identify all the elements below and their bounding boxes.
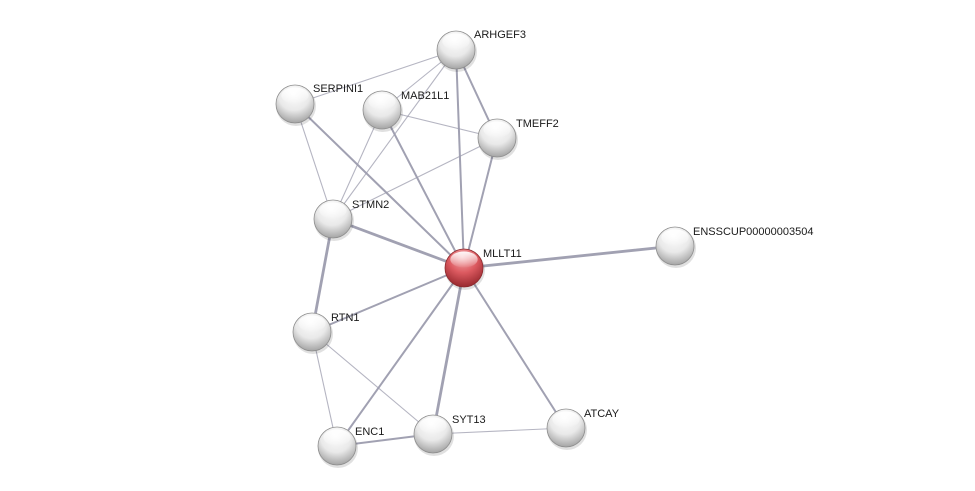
edge-mab21l1-stmn2[interactable]: [332, 109, 383, 220]
node-label-syt13: SYT13: [452, 414, 486, 426]
edge-serpini1-mllt11[interactable]: [294, 103, 465, 269]
node-ensscup00000003504[interactable]: ENSSCUP00000003504: [655, 226, 813, 268]
node-gloss: [368, 93, 396, 110]
edge-rtn1-enc1[interactable]: [311, 331, 338, 447]
node-mllt11[interactable]: MLLT11: [444, 248, 522, 290]
node-atcay[interactable]: ATCAY: [546, 408, 620, 450]
edge-mllt11-atcay[interactable]: [463, 267, 567, 429]
node-rtn1[interactable]: RTN1: [292, 312, 360, 354]
node-gloss: [450, 251, 478, 268]
node-label-enc1: ENC1: [355, 426, 384, 438]
edge-arhgef3-serpini1[interactable]: [294, 49, 457, 105]
node-label-ensscup00000003504: ENSSCUP00000003504: [693, 226, 813, 238]
node-gloss: [319, 202, 347, 219]
node-layer: ARHGEF3SERPINI1MAB21L1TMEFF2STMN2MLLT11E…: [275, 29, 813, 468]
node-gloss: [419, 417, 447, 434]
edge-stmn2-mllt11[interactable]: [331, 217, 466, 270]
edge-tmeff2-mllt11[interactable]: [463, 137, 498, 269]
edge-arhgef3-mllt11[interactable]: [455, 49, 465, 269]
edge-syt13-atcay[interactable]: [432, 427, 567, 435]
node-label-stmn2: STMN2: [352, 199, 389, 211]
node-tmeff2[interactable]: TMEFF2: [477, 118, 559, 160]
node-serpini1[interactable]: SERPINI1: [275, 83, 363, 126]
node-syt13[interactable]: SYT13: [413, 414, 486, 456]
edge-mllt11-ensscup00000003504[interactable]: [462, 244, 677, 270]
node-gloss: [442, 33, 470, 50]
node-label-mab21l1: MAB21L1: [401, 90, 449, 102]
node-enc1[interactable]: ENC1: [317, 426, 384, 468]
edge-mllt11-enc1[interactable]: [336, 267, 465, 447]
edge-mllt11-rtn1[interactable]: [311, 267, 465, 333]
node-label-serpini1: SERPINI1: [313, 83, 363, 95]
node-gloss: [298, 315, 326, 332]
edge-serpini1-stmn2[interactable]: [294, 103, 334, 220]
node-label-mllt11: MLLT11: [483, 248, 522, 260]
edge-tmeff2-stmn2[interactable]: [332, 137, 498, 220]
edge-mab21l1-mllt11[interactable]: [381, 109, 465, 269]
edge-mllt11-syt13[interactable]: [431, 266, 466, 436]
edge-mab21l1-tmeff2[interactable]: [381, 109, 498, 139]
node-gloss: [281, 87, 309, 104]
node-label-tmeff2: TMEFF2: [516, 118, 559, 130]
node-mab21l1[interactable]: MAB21L1: [362, 90, 449, 132]
node-label-rtn1: RTN1: [331, 312, 360, 324]
node-gloss: [552, 411, 580, 428]
node-stmn2[interactable]: STMN2: [313, 199, 389, 241]
edge-rtn1-syt13[interactable]: [311, 331, 434, 435]
node-label-atcay: ATCAY: [584, 408, 620, 420]
node-gloss: [661, 229, 689, 246]
node-arhgef3[interactable]: ARHGEF3: [436, 29, 526, 72]
node-label-arhgef3: ARHGEF3: [474, 29, 526, 41]
node-gloss: [483, 121, 511, 138]
node-gloss: [323, 429, 351, 446]
